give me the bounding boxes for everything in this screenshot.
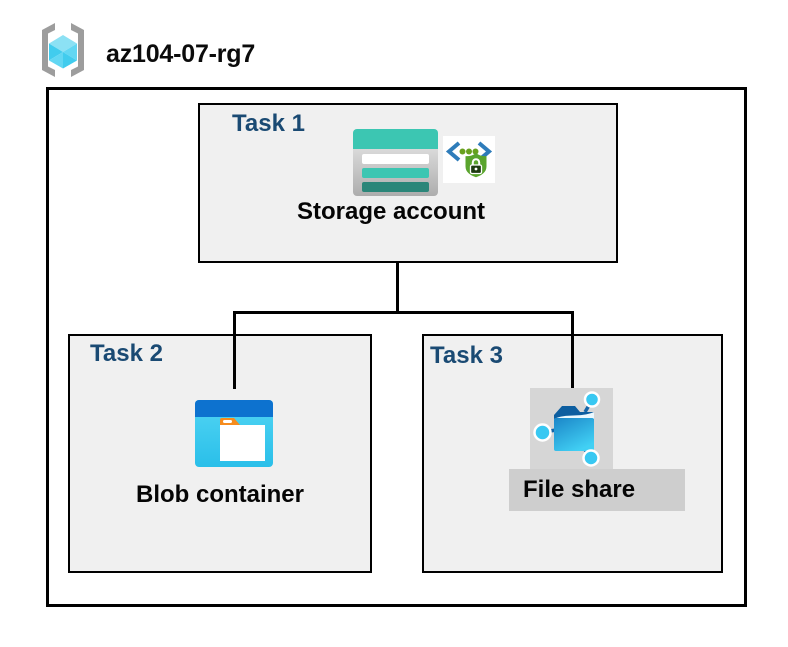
task1-label: Task 1 <box>232 110 305 137</box>
connector-storage-stem <box>396 263 399 312</box>
blob-container-icon <box>195 400 273 467</box>
blob-container-label: Blob container <box>135 481 304 508</box>
file-share-label: File share <box>509 469 685 511</box>
page-title: az104-07-rg7 <box>106 40 256 68</box>
storage-account-icon <box>353 129 438 196</box>
connector-horizontal <box>233 311 574 314</box>
storage-account-label: Storage account <box>296 198 486 225</box>
file-share-label-text: File share <box>523 476 636 503</box>
connector-to-blob <box>233 311 236 389</box>
resource-group-icon <box>38 22 88 78</box>
connector-to-fileshare <box>571 311 574 390</box>
task3-label: Task 3 <box>430 342 503 369</box>
secured-api-lock-icon <box>443 136 495 183</box>
file-share-icon <box>530 388 613 469</box>
task2-label: Task 2 <box>90 340 163 367</box>
